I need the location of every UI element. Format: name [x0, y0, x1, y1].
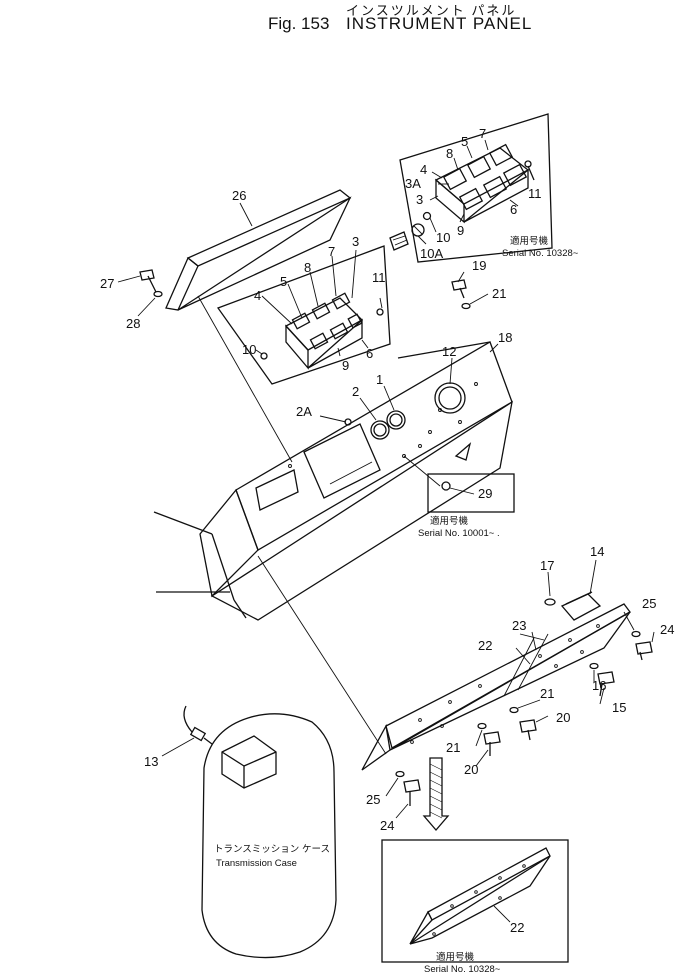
part-18-panel-body	[199, 341, 513, 621]
callout-3a: 3A	[405, 176, 421, 191]
detail-box-switch-panel-late	[389, 113, 553, 263]
callout-21-low: 21	[446, 740, 460, 755]
callout-29: 29	[478, 486, 492, 501]
projection-lines	[197, 295, 387, 755]
callout-26: 26	[232, 188, 246, 203]
callout-6-left: 6	[366, 346, 373, 361]
callout-2a: 2A	[296, 404, 312, 419]
note-serial-10328-bottom: Serial No. 10328~	[424, 964, 501, 975]
callout-13: 13	[144, 754, 158, 769]
callout-9-top: 9	[457, 223, 464, 238]
detail-box-switch-panel-early	[216, 245, 391, 385]
callout-27: 27	[100, 276, 114, 291]
callout-6-top: 6	[510, 202, 517, 217]
callout-14: 14	[590, 544, 604, 559]
callout-10-left: 10	[242, 342, 256, 357]
note-applicable-top: 適用号機	[510, 235, 549, 247]
callout-4-top: 4	[420, 162, 427, 177]
callout-24-low: 24	[380, 818, 394, 833]
callout-3-top: 3	[416, 192, 423, 207]
callout-22-main: 22	[478, 638, 492, 653]
direction-arrow	[422, 757, 450, 831]
note-applicable-mid: 適用号機	[430, 515, 469, 527]
callout-22-detail: 22	[510, 920, 524, 935]
callout-5-left: 5	[280, 274, 287, 289]
callout-20-mid: 20	[556, 710, 570, 725]
part-19-21-bolt-washer	[451, 271, 489, 310]
transmission-case	[201, 713, 337, 959]
callout-7-left: 7	[328, 244, 335, 259]
callout-8-left: 8	[304, 260, 311, 275]
callout-7-top: 7	[479, 126, 486, 141]
callout-21-top: 21	[492, 286, 506, 301]
callout-12: 12	[442, 344, 456, 359]
callout-21-mid: 21	[540, 686, 554, 701]
detail-box-part-29	[427, 473, 515, 513]
lower-bolts-washers	[385, 611, 655, 819]
callout-numbers: 7 5 8 4 3A 3 11 6 9 10 10A 26 27 28 3 7 …	[100, 126, 674, 935]
detail-box-plate-22-late	[381, 839, 569, 963]
callout-2: 2	[352, 384, 359, 399]
callout-28: 28	[126, 316, 140, 331]
note-serial-10328-top: Serial No. 10328~	[502, 248, 579, 259]
part-27-28-bolt-washer	[117, 269, 163, 317]
callout-4-left: 4	[254, 288, 261, 303]
callout-11-top: 11	[528, 186, 542, 201]
callout-16: 16	[592, 678, 606, 693]
callout-9-left: 9	[342, 358, 349, 373]
part-22-23-floor-plate	[361, 603, 631, 771]
callout-25-right: 25	[642, 596, 656, 611]
title-japanese: インスツルメント パネル	[346, 3, 517, 18]
figure-number: Fig. 153	[268, 14, 330, 33]
callout-17: 17	[540, 558, 554, 573]
callout-25-low: 25	[366, 792, 380, 807]
callout-8-top: 8	[446, 146, 453, 161]
callout-19: 19	[472, 258, 486, 273]
callout-1: 1	[376, 372, 383, 387]
callout-18: 18	[498, 330, 512, 345]
callout-24-right: 24	[660, 622, 674, 637]
callout-23: 23	[512, 618, 526, 633]
vehicle-body-outline	[153, 511, 247, 619]
callout-5-top: 5	[461, 134, 468, 149]
callout-20-low: 20	[464, 762, 478, 777]
title-english: INSTRUMENT PANEL	[346, 14, 533, 33]
callout-3-left: 3	[352, 234, 359, 249]
note-serial-10001: Serial No. 10001~ .	[418, 528, 500, 539]
note-transmission-jp: トランスミッション ケース	[214, 844, 330, 855]
callout-15: 15	[612, 700, 626, 715]
callout-10-top: 10	[436, 230, 450, 245]
part-13-sensor	[161, 705, 213, 757]
note-applicable-bottom: 適用号機	[436, 951, 475, 963]
callout-11-left: 11	[372, 270, 386, 285]
callout-10a: 10A	[420, 246, 443, 261]
note-transmission-en: Transmission Case	[216, 858, 297, 869]
part-14-17-fitting	[544, 559, 602, 621]
serial-notes: 適用号機 Serial No. 10328~ 適用号機 Serial No. 1…	[214, 235, 579, 975]
part-26-cover	[165, 189, 352, 311]
